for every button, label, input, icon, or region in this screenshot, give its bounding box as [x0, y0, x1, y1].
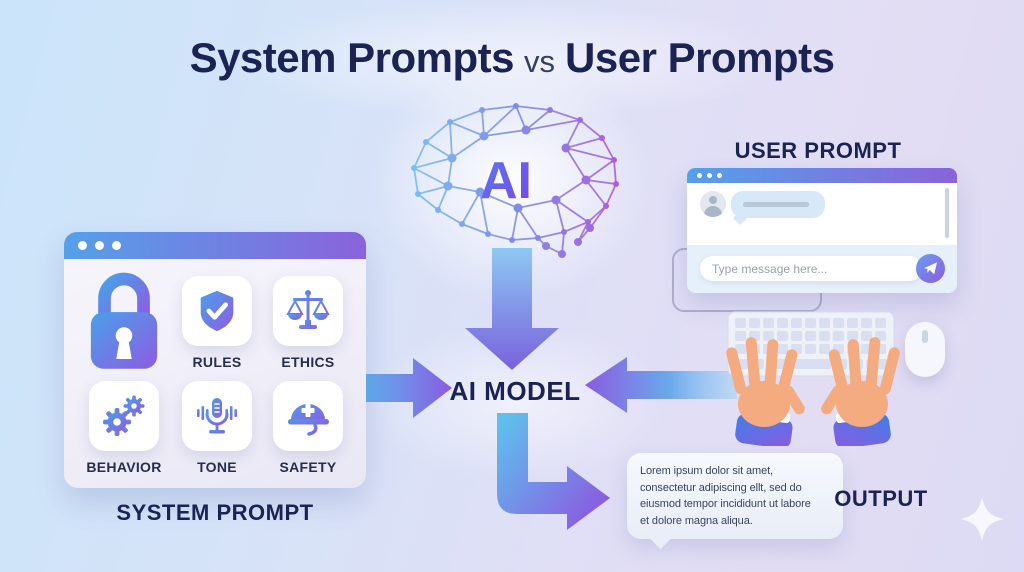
scales-icon — [286, 290, 330, 329]
user-avatar-icon — [700, 191, 726, 217]
user-prompt-caption: USER PROMPT — [734, 138, 902, 163]
brain-ai-label: AI — [480, 152, 532, 210]
mouse-illustration — [905, 322, 945, 377]
sparkle-icon — [960, 497, 1004, 541]
message-placeholder-line — [743, 202, 809, 207]
window-titlebar — [64, 232, 366, 259]
output-caption: OUTPUT — [834, 486, 928, 511]
title-part-system: System Prompts — [189, 34, 515, 81]
typing-hands-illustration — [821, 337, 900, 446]
feature-label: SAFETY — [279, 459, 337, 475]
window-dots-icon — [78, 241, 121, 250]
output-text: Lorem ipsum dolor sit amet, consectetur … — [640, 465, 811, 527]
chat-message-input[interactable] — [700, 256, 922, 281]
gears-icon — [103, 395, 145, 436]
feature-ethics: ETHICS — [265, 276, 351, 370]
feature-lock — [81, 264, 167, 377]
feature-label: ETHICS — [281, 354, 335, 370]
feature-label: BEHAVIOR — [86, 459, 162, 475]
arrow-user-to-model — [585, 357, 737, 413]
paper-plane-icon — [924, 262, 937, 275]
lock-icon — [90, 272, 158, 369]
page-title: System Prompts vs User Prompts — [0, 34, 1024, 82]
send-button[interactable] — [916, 254, 945, 283]
feature-label: TONE — [197, 459, 237, 475]
arrow-system-to-model — [365, 358, 452, 418]
title-part-user: User Prompts — [565, 34, 835, 81]
chat-message-bubble — [731, 191, 825, 218]
helmet-icon — [288, 404, 329, 436]
typing-hands-illustration — [726, 337, 805, 446]
arrow-model-to-output — [497, 413, 610, 530]
chat-input-bar — [687, 245, 957, 293]
ai-model-label: AI MODEL — [449, 376, 581, 406]
microphone-icon — [197, 398, 237, 434]
output-bubble: Lorem ipsum dolor sit amet, consectetur … — [627, 453, 843, 539]
feature-behavior: BEHAVIOR — [81, 381, 167, 475]
feature-tone: TONE — [174, 381, 260, 475]
system-prompt-caption: SYSTEM PROMPT — [116, 500, 314, 525]
chat-scrollbar[interactable] — [945, 188, 949, 238]
title-separator: vs — [524, 44, 556, 79]
neural-brain-icon: AI — [411, 103, 619, 258]
shield-check-icon — [200, 290, 234, 332]
chat-titlebar — [687, 168, 957, 183]
chat-window-dots-icon — [697, 173, 722, 178]
feature-safety: SAFETY — [265, 381, 351, 475]
chat-window — [687, 168, 957, 293]
arrow-brain-to-model — [465, 248, 559, 370]
feature-label: RULES — [192, 354, 242, 370]
system-prompt-window: RULES ETHICS — [64, 232, 366, 488]
feature-rules: RULES — [174, 276, 260, 370]
